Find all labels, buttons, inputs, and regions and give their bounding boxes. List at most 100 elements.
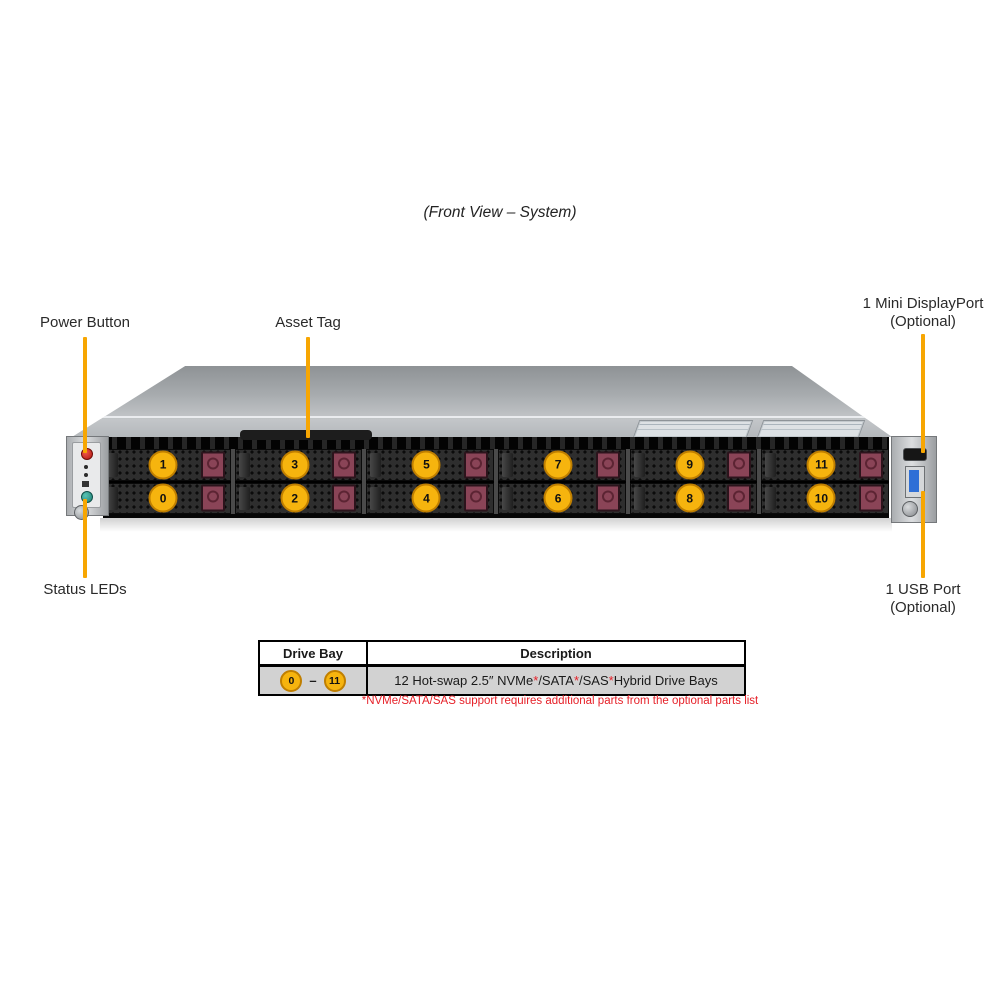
description-text: Hybrid Drive Bays xyxy=(613,673,718,688)
usb-port-label: 1 USB Port (Optional) xyxy=(838,581,1000,617)
mini-displayport-label-line1: 1 Mini DisplayPort xyxy=(862,295,984,312)
bay-range-cell: 0 – 11 xyxy=(260,667,368,694)
tray-release-latch xyxy=(332,451,357,479)
status-led-icon xyxy=(84,473,88,477)
drive-tray-4: 4 xyxy=(366,482,495,514)
bay-number-badge: 0 xyxy=(148,483,178,513)
rack-screw-icon xyxy=(902,501,918,517)
drive-bay-table: Drive Bay Description 0 – 11 12 Hot-swap… xyxy=(258,640,746,696)
chassis-label-sticker xyxy=(632,420,754,438)
tray-release-latch xyxy=(595,484,620,512)
tray-handle xyxy=(765,486,777,510)
asset-tag-label: Asset Tag xyxy=(275,314,341,331)
tray-handle xyxy=(107,453,118,477)
usb-port-label-line1: 1 USB Port xyxy=(885,581,961,598)
bay-number-badge: 1 xyxy=(148,450,178,480)
power-button-label: Power Button xyxy=(39,314,131,331)
drive-tray-2: 2 xyxy=(234,482,363,514)
chassis-shadow xyxy=(100,518,892,532)
bay-range-end-badge: 11 xyxy=(323,669,346,692)
right-rack-ear xyxy=(891,436,937,523)
status-leds-callout-line xyxy=(83,499,87,578)
tray-release-latch xyxy=(200,451,225,479)
footnote-asterisk: * xyxy=(573,673,580,688)
bay-number-badge: 7 xyxy=(543,450,573,480)
vent-strip xyxy=(103,437,889,449)
tray-handle xyxy=(370,453,382,477)
bay-number-badge: 5 xyxy=(411,450,441,480)
mini-displayport-label-line2: (Optional) xyxy=(890,313,956,330)
drive-tray-8: 8 xyxy=(629,482,758,514)
drive-tray-3: 3 xyxy=(234,449,363,481)
description-cell: 12 Hot-swap 2.5″ NVMe*/SATA*/SAS* Hybrid… xyxy=(368,673,744,688)
bay-number-badge: 6 xyxy=(543,483,573,513)
drive-tray-9: 9 xyxy=(629,449,758,481)
left-rack-ear xyxy=(66,436,109,516)
tray-release-latch xyxy=(859,451,884,479)
drive-tray-1: 1 xyxy=(103,449,231,481)
description-text: /SAS xyxy=(579,673,609,688)
footnote-asterisk: * xyxy=(533,673,539,688)
chassis-label-sticker xyxy=(756,420,866,438)
status-leds-label: Status LEDs xyxy=(43,581,127,598)
bay-number-badge: 4 xyxy=(411,483,441,513)
usb-port-callout-line xyxy=(921,491,925,578)
mini-displayport-callout-line xyxy=(921,334,925,453)
usb-port-label-line2: (Optional) xyxy=(890,599,956,616)
bay-number-badge: 3 xyxy=(280,450,310,480)
usb-port-icon xyxy=(905,466,925,498)
bay-number-badge: 2 xyxy=(280,483,310,513)
power-button-callout-line xyxy=(83,337,87,453)
tray-release-latch xyxy=(464,451,489,479)
tray-handle xyxy=(502,486,514,510)
bay-number-badge: 8 xyxy=(675,483,705,513)
tray-release-latch xyxy=(332,484,357,512)
tray-release-latch xyxy=(727,484,752,512)
usb-blue-tab xyxy=(909,470,919,492)
footnote-asterisk: * xyxy=(608,673,614,688)
table-footnote: *NVMe/SATA/SAS support requires addition… xyxy=(361,695,759,707)
tray-release-latch xyxy=(859,484,884,512)
bay-range-dash: – xyxy=(309,673,317,688)
drive-tray-11: 11 xyxy=(761,449,890,481)
tray-handle xyxy=(238,486,250,510)
tray-handle xyxy=(633,453,645,477)
tray-handle xyxy=(765,453,777,477)
table-header-description: Description xyxy=(520,645,592,661)
table-data-row: 0 – 11 12 Hot-swap 2.5″ NVMe*/SATA*/SAS*… xyxy=(260,667,744,694)
drive-tray-10: 10 xyxy=(761,482,890,514)
tray-handle xyxy=(107,486,118,510)
bay-number-badge: 11 xyxy=(806,450,836,480)
nic-led-icon xyxy=(82,481,89,487)
control-panel xyxy=(72,442,101,508)
bay-number-badge: 10 xyxy=(806,483,836,513)
tray-handle xyxy=(502,453,514,477)
bay-range-start-badge: 0 xyxy=(280,669,303,692)
drive-tray-5: 5 xyxy=(366,449,495,481)
tray-handle xyxy=(370,486,382,510)
figure-title: (Front View – System) xyxy=(423,204,577,221)
description-text: 12 Hot-swap 2.5″ NVMe xyxy=(394,673,534,688)
table-header-row: Drive Bay Description xyxy=(260,642,744,667)
description-text: /SATA xyxy=(538,673,574,688)
status-led-icon xyxy=(84,465,88,469)
drive-tray-7: 7 xyxy=(498,449,626,481)
asset-tag-callout-line xyxy=(306,337,310,438)
mini-displayport-label: 1 Mini DisplayPort (Optional) xyxy=(838,295,1000,331)
drive-tray-6: 6 xyxy=(498,482,626,514)
tray-release-latch xyxy=(464,484,489,512)
tray-release-latch xyxy=(727,451,752,479)
tray-handle xyxy=(633,486,645,510)
lid-seam-line xyxy=(72,416,892,418)
drive-tray-0: 0 xyxy=(103,482,231,514)
bay-number-badge: 9 xyxy=(675,450,705,480)
